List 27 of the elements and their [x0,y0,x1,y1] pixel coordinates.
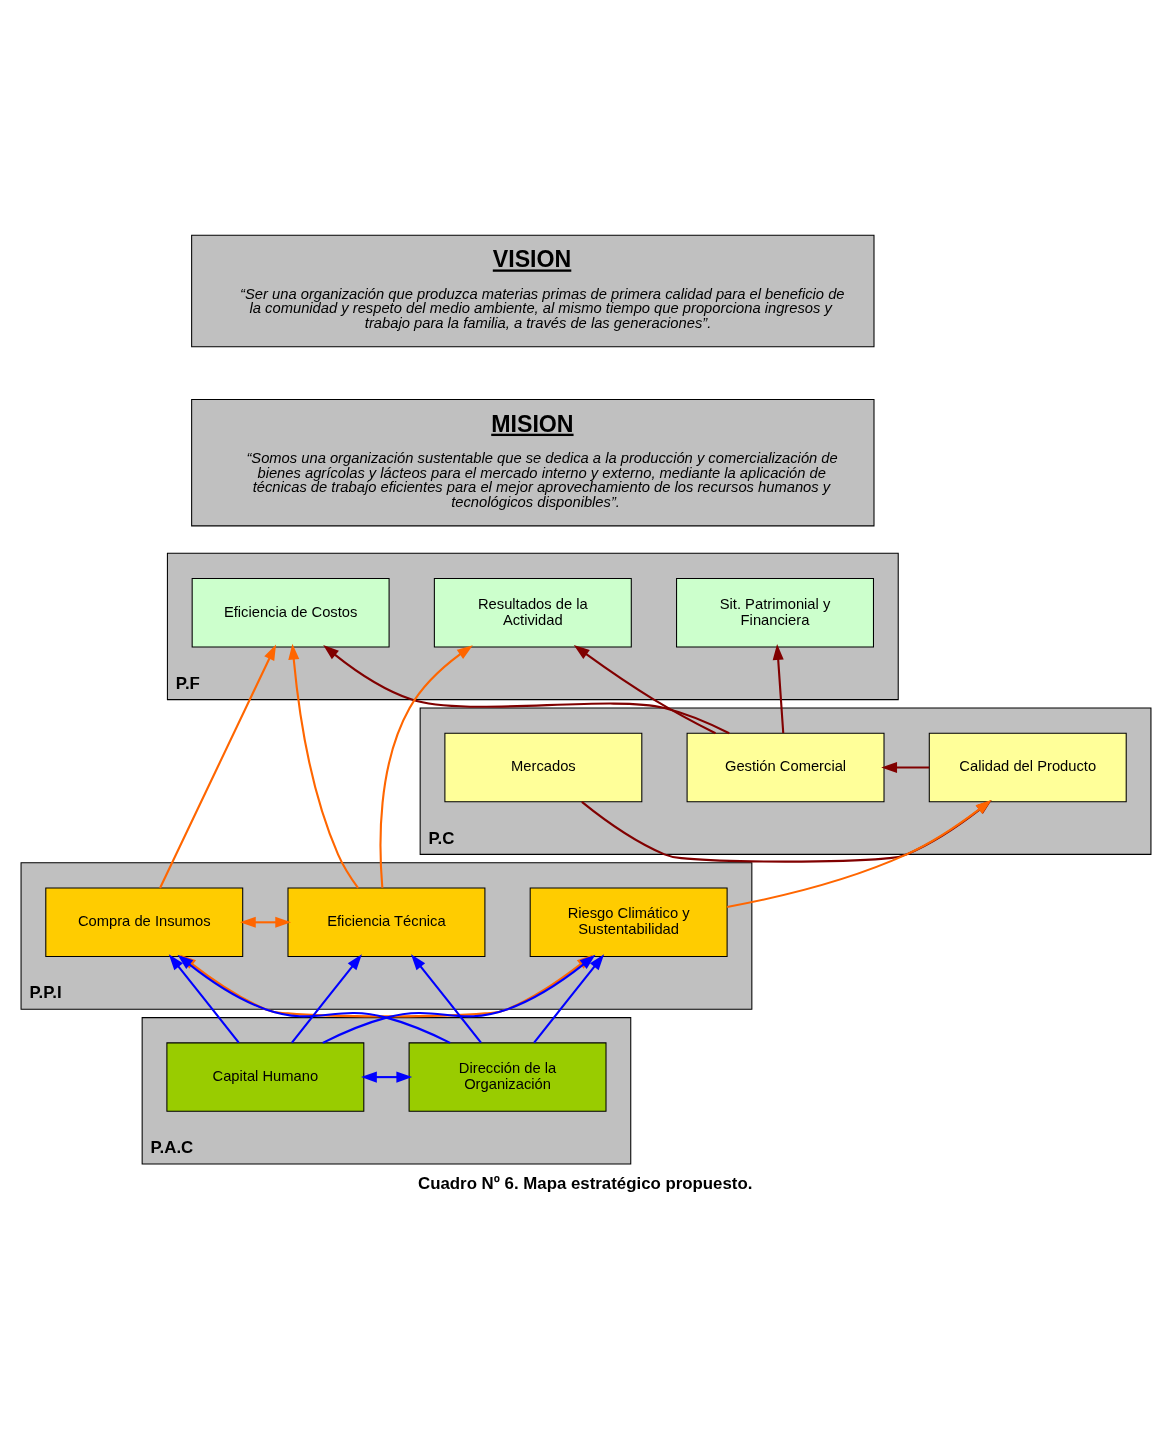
node-box: Dirección de la Organización [408,1042,607,1112]
arrow [323,645,730,735]
node-box: Mercados [444,732,643,803]
node-box: Gestión Comercial [686,732,885,803]
node-box: Capital Humano [166,1042,365,1112]
arrow [581,799,992,863]
arrow [159,644,277,889]
arrow [772,644,785,734]
node-box: Resultados de la Actividad [433,577,632,648]
arrow [379,645,473,888]
arrow [573,645,716,735]
node-box: Eficiencia Técnica [287,887,486,958]
node-box: Riesgo Climático y Sustentabilidad [529,887,728,958]
arrow [291,954,362,1044]
node-box: Calidad del Producto [928,732,1127,803]
arrow [361,1071,413,1083]
node-box: Eficiencia de Costos [191,577,390,648]
arrow [726,799,992,909]
arrow [881,761,930,774]
arrow [288,643,359,889]
node-box: Sit. Patrimonial y Financiera [676,577,874,648]
node-box: MISION “Somos una organización sustentable que se dedica a la producción y comercialización de bienes agrícolas y lácteos para el mercado interno y externo, mediante la aplicación de técnicas de trabajo eficientes para el mejor aprovechamiento de los recursos humanos y tecnológicos disponibles”. [191,398,875,527]
arrow [239,916,292,928]
caption: Cuadro Nº 6. Mapa estratégico propuesto. [418,1174,753,1194]
arrow [411,954,482,1044]
node-box: Compra de Insumos [45,887,244,958]
node-box: VISION “Ser una organización que produzca materias primas de primera calidad para el beneficio de la comunidad y respeto del medio ambiente, al mismo tiempo que proporciona ingresos y trabajo para la familia, a través de las generaciones”. [191,234,875,348]
